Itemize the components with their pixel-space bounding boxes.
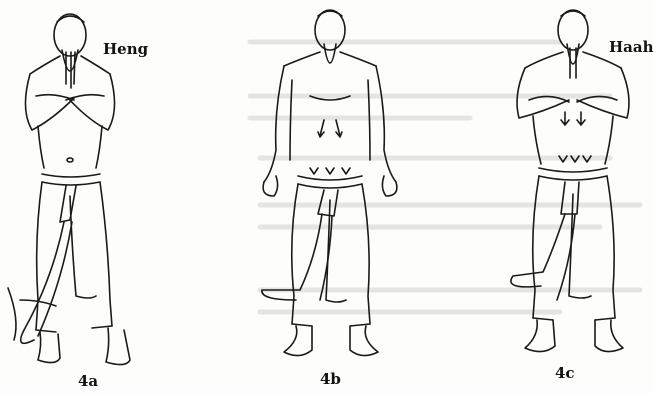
sound-label: Haah [609, 38, 653, 56]
figure-4a: Heng 4a [0, 0, 180, 394]
figure-caption: 4a [78, 372, 98, 390]
figure-4c-drawing [473, 0, 653, 394]
sound-label: Heng [103, 40, 148, 58]
figure-caption: 4b [320, 370, 341, 388]
figure-4b-drawing [240, 0, 420, 394]
figure-4b: 4b [240, 0, 420, 394]
figure-4a-drawing [0, 0, 180, 394]
figure-4c: Haah 4c [473, 0, 653, 394]
figure-caption: 4c [555, 364, 575, 382]
